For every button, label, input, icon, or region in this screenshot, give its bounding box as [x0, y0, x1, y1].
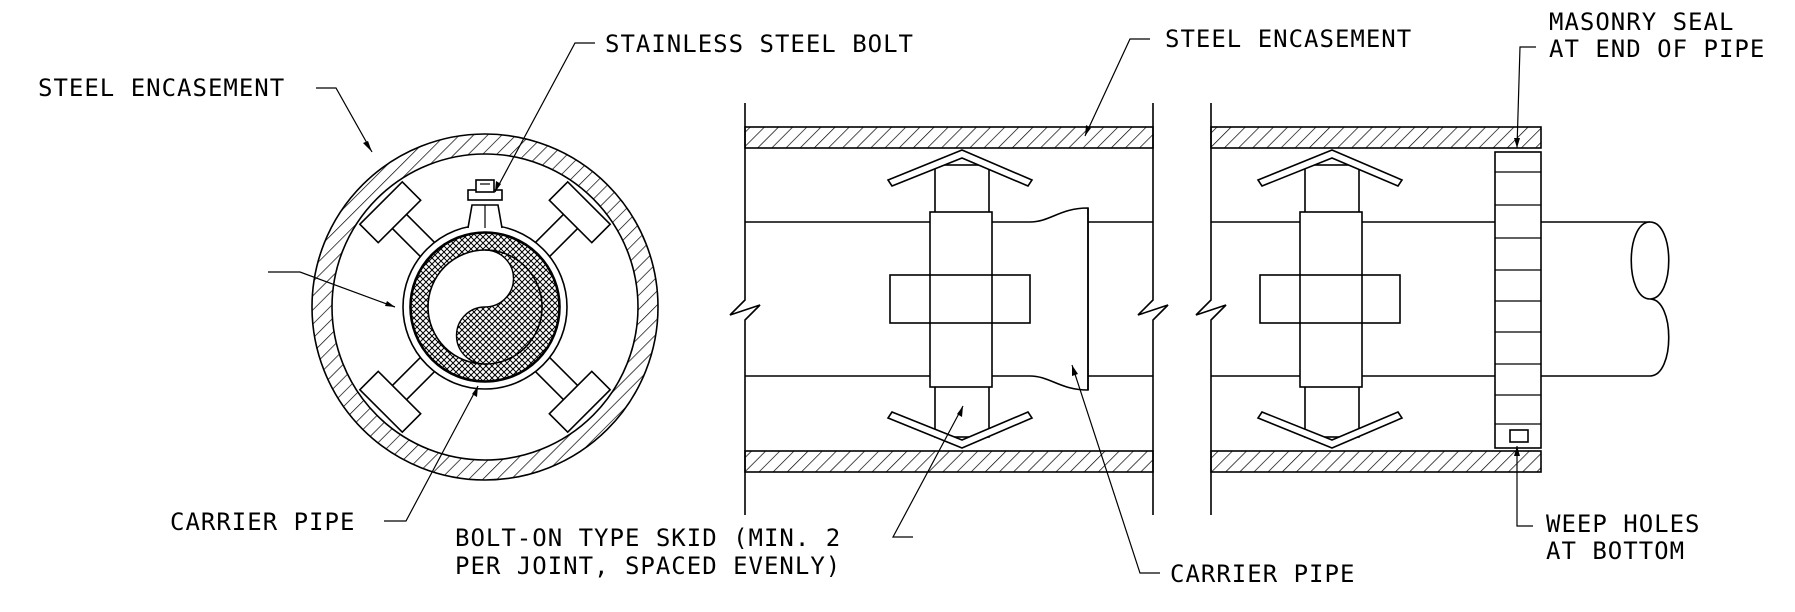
encasement-wall-top-right	[1210, 126, 1542, 149]
pipe-bell	[1029, 207, 1089, 391]
bolt-on-skid-2	[1256, 149, 1404, 449]
masonry-seal	[1494, 151, 1542, 449]
encasement-wall-bottom-right	[1210, 450, 1542, 473]
label-steel-encasement-elevation: STEEL ENCASEMENT	[1165, 25, 1412, 53]
label-masonry-seal-line1: MASONRY SEAL	[1549, 8, 1734, 36]
label-carrier-pipe-elevation: CARRIER PIPE	[1170, 560, 1355, 588]
label-bolt-on-skid-line2: PER JOINT, SPACED EVENLY)	[455, 552, 841, 580]
elevation-leaders	[891, 38, 1536, 574]
section-leaders	[268, 42, 595, 522]
bolt-on-skid-1	[886, 149, 1034, 449]
label-bolt-on-skid-line1: BOLT-ON TYPE SKID (MIN. 2	[455, 524, 841, 552]
encasement-ring-section	[311, 133, 659, 481]
encasement-wall-bottom-left	[744, 450, 1154, 473]
pipe-break-symbol	[455, 249, 543, 365]
label-stainless-steel-bolt: STAINLESS STEEL BOLT	[605, 30, 914, 58]
pipe-end-break	[1630, 221, 1670, 377]
weep-hole	[1509, 429, 1529, 443]
label-weep-holes-line2: AT BOTTOM	[1546, 537, 1685, 565]
label-carrier-pipe-section: CARRIER PIPE	[170, 508, 355, 536]
pipe-elevation	[729, 103, 1670, 515]
encasement-wall-top-left	[744, 126, 1154, 149]
label-weep-holes-line1: WEEP HOLES	[1546, 510, 1701, 538]
pipe-cross-section	[311, 133, 659, 481]
label-masonry-seal-line2: AT END OF PIPE	[1549, 35, 1765, 63]
label-steel-encasement-section: STEEL ENCASEMENT	[38, 74, 285, 102]
